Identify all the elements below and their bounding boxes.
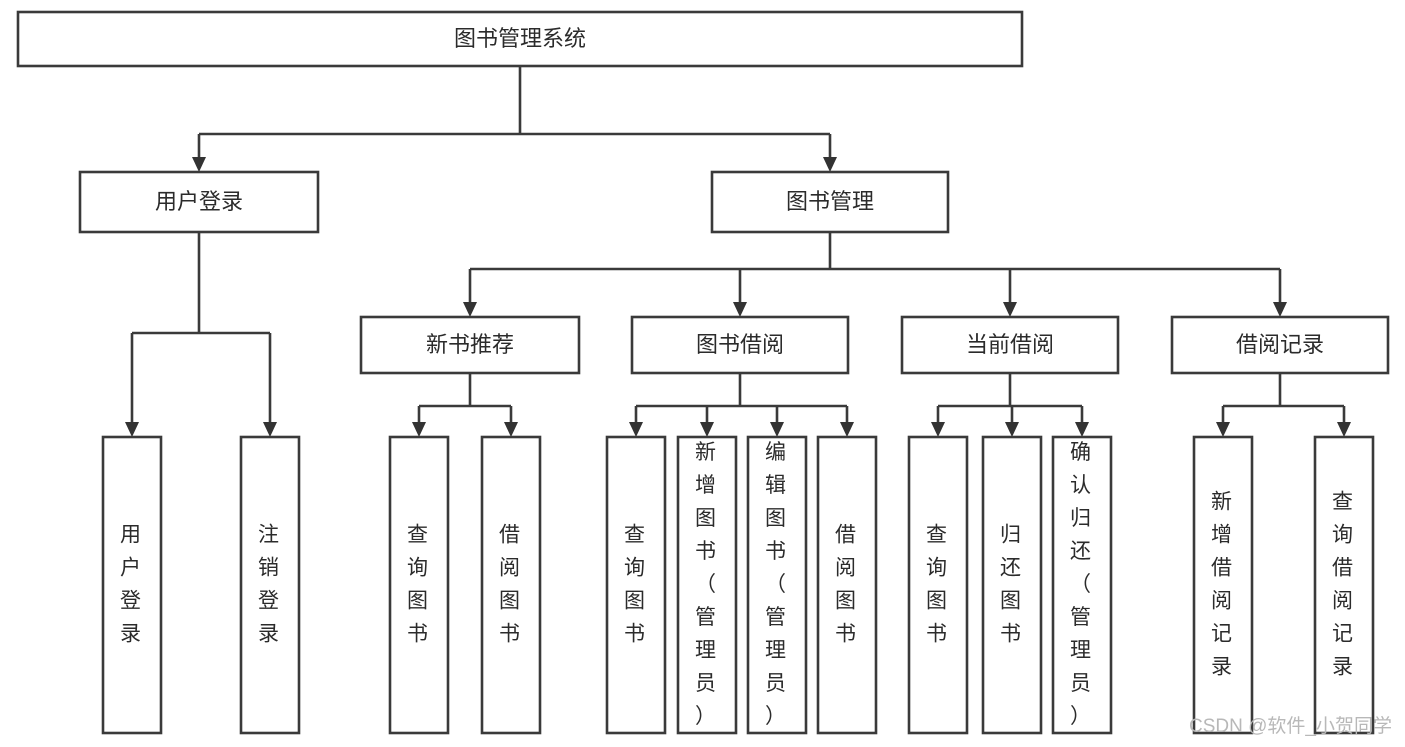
node-label-root: 图书管理系统 <box>454 26 586 51</box>
node-box-leaf-edit-book <box>746 435 808 735</box>
node-label-leaf-return-book: 归还图书 <box>1000 523 1024 645</box>
node-box-book-management <box>710 170 950 234</box>
node-label-leaf-edit-book: 编辑图书（管理员） <box>765 441 789 728</box>
node-label-leaf-add-record: 新增借阅记录 <box>1211 490 1235 678</box>
node-box-leaf-user-login <box>101 435 163 735</box>
node-leaf-user-logout[interactable]: 注销登录 <box>239 435 301 735</box>
connector-layer <box>125 66 1351 437</box>
node-box-leaf-add-book <box>676 435 738 735</box>
node-leaf-query-book-2[interactable]: 查询图书 <box>605 435 667 735</box>
node-label-user-login: 用户登录 <box>155 189 243 214</box>
arrow-head-leaf-borrow-book-2 <box>840 422 854 437</box>
node-user-login[interactable]: 用户登录 <box>78 170 320 234</box>
node-box-leaf-query-book-3 <box>907 435 969 735</box>
node-label-book-management: 图书管理 <box>786 189 874 214</box>
node-leaf-edit-book[interactable]: 编辑图书（管理员） <box>746 435 808 735</box>
node-box-leaf-borrow-book-1 <box>480 435 542 735</box>
node-label-current-borrow: 当前借阅 <box>966 332 1054 357</box>
node-box-leaf-borrow-book-2 <box>816 435 878 735</box>
node-box-leaf-query-book-2 <box>605 435 667 735</box>
arrow-head-leaf-edit-book <box>770 422 784 437</box>
node-new-book-recommend[interactable]: 新书推荐 <box>359 315 581 375</box>
node-borrow-record[interactable]: 借阅记录 <box>1170 315 1390 375</box>
node-box-book-borrow <box>630 315 850 375</box>
node-box-leaf-add-record <box>1192 435 1254 735</box>
node-box-leaf-confirm-return <box>1051 435 1113 735</box>
arrow-head-borrow-record <box>1273 302 1287 317</box>
arrow-head-leaf-user-login <box>125 422 139 437</box>
node-label-borrow-record: 借阅记录 <box>1236 332 1324 357</box>
node-root[interactable]: 图书管理系统 <box>16 10 1024 68</box>
arrow-head-user-login <box>192 157 206 172</box>
node-box-user-login <box>78 170 320 234</box>
node-leaf-return-book[interactable]: 归还图书 <box>981 435 1043 735</box>
node-label-new-book-recommend: 新书推荐 <box>426 332 514 357</box>
node-leaf-confirm-return[interactable]: 确认归还（管理员） <box>1051 435 1113 735</box>
node-leaf-add-record[interactable]: 新增借阅记录 <box>1192 435 1254 735</box>
node-label-leaf-query-book-2: 查询图书 <box>624 523 648 645</box>
arrow-head-leaf-borrow-book-1 <box>504 422 518 437</box>
arrow-head-current-borrow <box>1003 302 1017 317</box>
node-box-leaf-query-record <box>1313 435 1375 735</box>
node-box-leaf-return-book <box>981 435 1043 735</box>
arrow-head-leaf-return-book <box>1005 422 1019 437</box>
arrow-head-leaf-query-book-3 <box>931 422 945 437</box>
arrow-head-book-management <box>823 157 837 172</box>
node-label-leaf-borrow-book-1: 借阅图书 <box>499 523 523 645</box>
node-box-leaf-query-book-1 <box>388 435 450 735</box>
node-leaf-add-book[interactable]: 新增图书（管理员） <box>676 435 738 735</box>
node-label-leaf-add-book: 新增图书（管理员） <box>695 441 719 728</box>
csdn-watermark: CSDN @软件_小贺同学 <box>1189 715 1392 737</box>
node-label-leaf-user-logout: 注销登录 <box>258 523 282 645</box>
node-current-borrow[interactable]: 当前借阅 <box>900 315 1120 375</box>
arrow-head-leaf-query-book-2 <box>629 422 643 437</box>
node-label-leaf-query-book-3: 查询图书 <box>926 523 950 645</box>
node-box-root <box>16 10 1024 68</box>
arrow-head-leaf-user-logout <box>263 422 277 437</box>
node-layer: 图书管理系统用户登录图书管理新书推荐图书借阅当前借阅借阅记录用户登录注销登录查询… <box>16 10 1390 735</box>
node-label-leaf-confirm-return: 确认归还（管理员） <box>1070 441 1094 728</box>
node-label-leaf-borrow-book-2: 借阅图书 <box>835 523 859 645</box>
arrow-head-leaf-add-record <box>1216 422 1230 437</box>
node-box-borrow-record <box>1170 315 1390 375</box>
node-leaf-borrow-book-2[interactable]: 借阅图书 <box>816 435 878 735</box>
node-leaf-user-login[interactable]: 用户登录 <box>101 435 163 735</box>
arrow-head-leaf-confirm-return <box>1075 422 1089 437</box>
node-label-leaf-query-book-1: 查询图书 <box>407 523 431 645</box>
node-leaf-query-book-3[interactable]: 查询图书 <box>907 435 969 735</box>
node-leaf-query-book-1[interactable]: 查询图书 <box>388 435 450 735</box>
node-label-leaf-query-record: 查询借阅记录 <box>1332 490 1356 678</box>
node-box-current-borrow <box>900 315 1120 375</box>
node-leaf-query-record[interactable]: 查询借阅记录 <box>1313 435 1375 735</box>
arrow-head-leaf-add-book <box>700 422 714 437</box>
node-leaf-borrow-book-1[interactable]: 借阅图书 <box>480 435 542 735</box>
arrow-head-new-book-recommend <box>463 302 477 317</box>
node-label-leaf-user-login: 用户登录 <box>120 523 144 645</box>
node-label-book-borrow: 图书借阅 <box>696 332 784 357</box>
arrow-head-leaf-query-book-1 <box>412 422 426 437</box>
arrow-head-leaf-query-record <box>1337 422 1351 437</box>
node-box-new-book-recommend <box>359 315 581 375</box>
node-book-borrow[interactable]: 图书借阅 <box>630 315 850 375</box>
node-box-leaf-user-logout <box>239 435 301 735</box>
arrow-head-book-borrow <box>733 302 747 317</box>
node-book-management[interactable]: 图书管理 <box>710 170 950 234</box>
